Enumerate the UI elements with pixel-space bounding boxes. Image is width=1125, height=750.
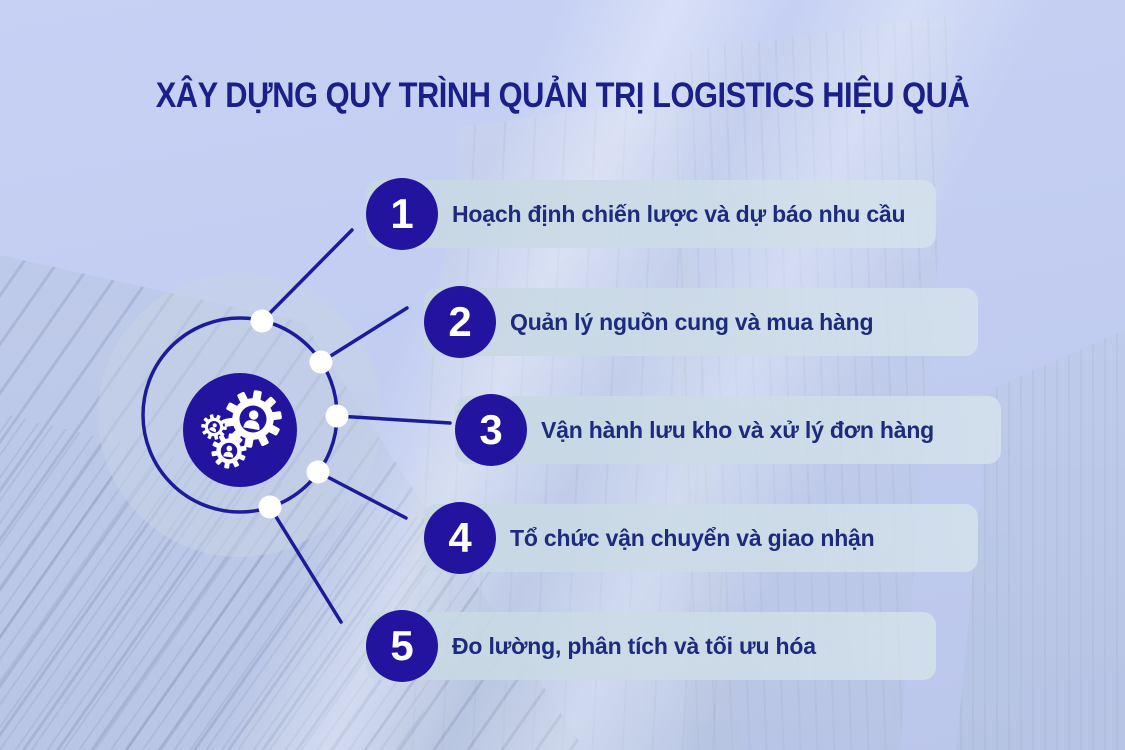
step-item: 3 Vận hành lưu kho và xử lý đơn hàng (455, 394, 1001, 466)
step-label: Hoạch định chiến lược và dự báo nhu cầu (452, 200, 906, 227)
step-item: 5 Đo lường, phân tích và tối ưu hóa (366, 610, 936, 682)
step-label: Đo lường, phân tích và tối ưu hóa (452, 632, 816, 659)
step-number-badge: 1 (366, 178, 438, 250)
step-number-badge: 3 (455, 394, 527, 466)
page-title: XÂY DỰNG QUY TRÌNH QUẢN TRỊ LOGISTICS HI… (155, 76, 970, 115)
step-item: 1 Hoạch định chiến lược và dự báo nhu cầ… (366, 178, 936, 250)
step-label: Quản lý nguồn cung và mua hàng (510, 308, 874, 335)
step-number-badge: 4 (424, 502, 496, 574)
step-item: 2 Quản lý nguồn cung và mua hàng (424, 286, 978, 358)
step-item: 4 Tổ chức vận chuyển và giao nhận (424, 502, 978, 574)
step-label: Tổ chức vận chuyển và giao nhận (510, 524, 875, 551)
step-number-badge: 2 (424, 286, 496, 358)
step-label: Vận hành lưu kho và xử lý đơn hàng (541, 416, 935, 443)
step-number-badge: 5 (366, 610, 438, 682)
